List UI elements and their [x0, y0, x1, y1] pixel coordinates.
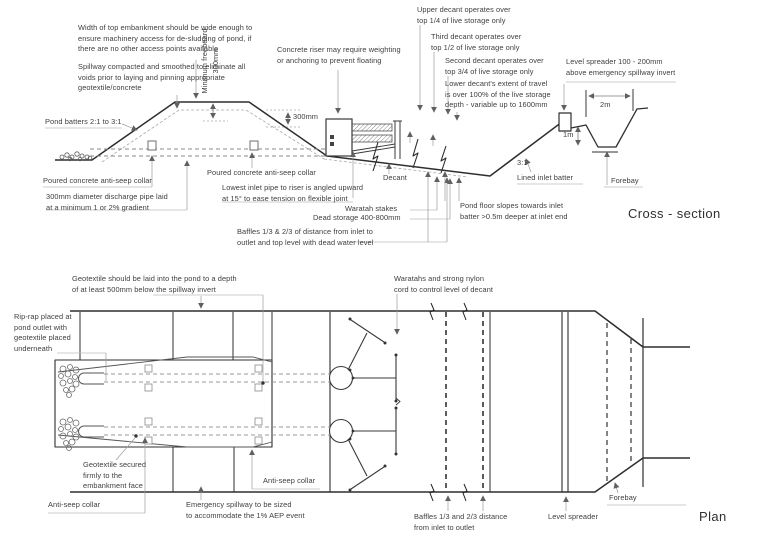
plan-anti-seep-collars [144, 364, 263, 445]
dim-1m: 1m [563, 130, 574, 139]
cs-flexible-pipe-lower [351, 134, 393, 143]
label-third-decant: Third decant operates over top 1/2 of li… [431, 32, 522, 52]
label-width-embankment: Width of top embankment should be wide e… [78, 23, 253, 54]
label-anti-seep-plan-left: Anti-seep collar [48, 500, 101, 509]
label-spillway-compacted: Spillway compacted and smoothed to elimi… [78, 62, 246, 93]
plan-risers-and-decants [328, 317, 401, 492]
cs-flexible-pipe-upper [351, 123, 393, 132]
label-anti-seep-mid-cs: Poured concrete anti-seep collar [207, 168, 316, 177]
label-lower-decant: Lower decant's extent of travel is over … [445, 79, 551, 110]
label-slope-ratio: 3:1 [517, 158, 528, 167]
label-baffles-plan: Baffles 1/3 and 2/3 distance from inlet … [414, 512, 508, 532]
plan-spillway-bottom [172, 447, 235, 492]
plan-spillway-top [172, 312, 234, 360]
plan-leaders [105, 294, 620, 513]
label-anti-seep-left-cs: Poured concrete anti-seep collar [43, 176, 152, 185]
plan-leader-rules [48, 294, 686, 514]
label-lowest-inlet: Lowest inlet pipe to riser is angled upw… [222, 183, 364, 203]
label-baffles-cs: Baffles 1/3 & 2/3 of distance from inlet… [237, 227, 374, 247]
label-anti-seep-plan-right: Anti-seep collar [263, 476, 316, 485]
cs-leader-rules [43, 81, 676, 243]
cs-concrete-riser [325, 118, 402, 159]
label-lined-inlet-batter: Lined inlet batter [517, 173, 574, 182]
label-geotextile-secured: Geotextile secured firmly to the embankm… [83, 460, 147, 491]
cs-level-spreader-box [558, 112, 572, 132]
plan-baffles [429, 302, 632, 502]
dim-300mm: 300mm [293, 112, 319, 121]
label-upper-decant: Upper decant operates over top 1/4 of li… [417, 5, 511, 25]
label-pond-floor: Pond floor slopes towards inlet batter >… [460, 201, 568, 221]
plan-level-spreader [561, 312, 569, 492]
plan-riprap [58, 364, 80, 451]
label-waratah-stakes: Waratah stakes [345, 204, 398, 213]
plan-discharge-pipes [78, 372, 329, 438]
label-min-freeboard: Minimum freeboard 300mm [200, 28, 220, 94]
label-decant: Decant [383, 173, 407, 182]
label-discharge-pipe: 300mm diameter discharge pipe laid at a … [46, 192, 168, 212]
cs-discharge-pipe [90, 148, 330, 157]
label-waratahs-cord: Waratahs and strong nylon cord to contro… [394, 274, 494, 294]
cs-anti-seep-collars [147, 140, 259, 151]
label-forebay-cs: Forebay [611, 176, 639, 185]
label-rip-rap: Rip-rap placed at pond outlet with geote… [14, 312, 72, 354]
plan-pond-edge-bottom [57, 434, 273, 448]
cs-baffles [372, 138, 447, 174]
label-forebay-plan: Forebay [609, 493, 637, 502]
dim-2m: 2m [600, 100, 611, 109]
plan-outlet-upper [78, 372, 104, 385]
plan-outline [54, 310, 690, 493]
cs-leaders [121, 25, 610, 242]
cs-decant-riser-pipe [393, 120, 402, 159]
plan-baffle-ticks [429, 302, 468, 502]
label-pond-batters: Pond batters 2:1 to 3:1 [45, 117, 122, 126]
cs-angled-inlet-pipe [351, 143, 396, 155]
label-emergency-spillway: Emergency spillway to be sized to accomm… [186, 500, 305, 520]
plan-outlet-lower [78, 425, 104, 438]
plan-pond-edge-top [57, 356, 273, 373]
label-level-spreader-cs: Level spreader 100 - 200mm above emergen… [566, 57, 676, 77]
label-second-decant: Second decant operates over top 3/4 of l… [445, 56, 544, 76]
cs-dimensions [203, 89, 634, 146]
label-level-spreader-plan: Level spreader [548, 512, 599, 521]
plan-title: Plan [699, 509, 727, 524]
label-concrete-riser: Concrete riser may require weighting or … [277, 45, 401, 65]
cross-section-title: Cross - section [628, 206, 721, 221]
label-dead-storage: Dead storage 400-800mm [313, 213, 401, 222]
label-geotextile-laid: Geotextile should be laid into the pond … [72, 274, 237, 294]
